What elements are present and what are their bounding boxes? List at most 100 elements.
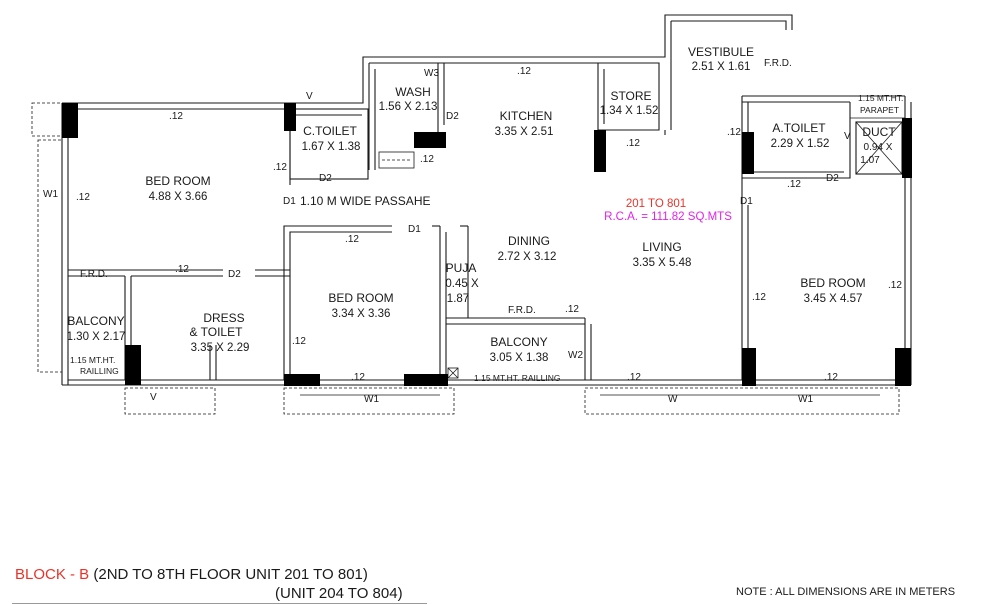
door-label: D2 [228, 269, 241, 280]
window-label: W1 [43, 189, 58, 200]
window-label: W [668, 394, 678, 405]
room-dimension: 1.34 X 1.52 [600, 105, 659, 117]
railling-label: RAILLING [80, 366, 119, 376]
room-name: LIVING [642, 240, 681, 254]
wall-thickness: .12 [517, 66, 531, 77]
dimensions-note: NOTE : ALL DIMENSIONS ARE IN METERS [736, 586, 956, 598]
wall-thickness: .12 [752, 292, 766, 303]
columns [62, 103, 912, 386]
wall-thickness-labels: .12 .12 .12 .12 .12 .12 .12 .12 .12 .12 … [76, 66, 902, 383]
column [895, 348, 911, 386]
room-name: BED ROOM [800, 276, 865, 290]
door-label: D2 [446, 111, 459, 122]
column [414, 132, 446, 148]
room-dimension: 1.56 X 2.13 [379, 101, 438, 113]
frd-label: F.R.D. [80, 269, 108, 280]
ventilator-label: V [844, 131, 851, 142]
room-dimension: 3.45 X 4.57 [804, 293, 863, 305]
room-dimension: 0.94 X [864, 142, 893, 153]
door-label: D2 [826, 173, 839, 184]
door-label: D1 [740, 196, 753, 207]
door-label: D2 [319, 173, 332, 184]
room-dimension: 3.34 X 3.36 [332, 308, 391, 320]
footer-divider [12, 603, 427, 604]
wall-thickness: .12 [727, 127, 741, 138]
window-label: W1 [798, 394, 813, 405]
room-name: BED ROOM [145, 174, 210, 188]
room-dimension: 2.51 X 1.61 [692, 61, 751, 73]
wall-thickness: .12 [627, 372, 641, 383]
footer-unit-range: (UNIT 204 TO 804) [275, 585, 403, 602]
wall-thickness: .12 [76, 192, 90, 203]
door-label: D1 [408, 224, 421, 235]
wall-thickness: .12 [626, 138, 640, 149]
room-dimension: 2.72 X 3.12 [498, 251, 557, 263]
frd-label: F.R.D. [764, 58, 792, 69]
footer-block-title: BLOCK - B (2ND TO 8TH FLOOR UNIT 201 TO … [15, 566, 368, 583]
room-name: BALCONY [490, 335, 547, 349]
room-name: KITCHEN [500, 109, 553, 123]
wall-thickness: .12 [565, 304, 579, 315]
floor-plan: BED ROOM 4.88 X 3.66 C.TOILET 1.67 X 1.3… [31, 14, 912, 415]
window-label: W2 [568, 350, 583, 361]
room-name: & TOILET [190, 325, 244, 339]
room-dimension: 2.29 X 1.52 [771, 138, 830, 150]
passage-label: 1.10 M WIDE PASSAHE [300, 194, 430, 208]
column [742, 132, 754, 174]
window-label: W3 [424, 68, 439, 79]
door-label: D1 [283, 196, 296, 207]
parapet-label: PARAPET [860, 105, 899, 115]
wall-thickness: .12 [420, 154, 434, 165]
wall-thickness: .12 [345, 234, 359, 245]
room-dimension: 3.35 X 5.48 [633, 257, 692, 269]
room-name: WASH [395, 85, 431, 99]
room-dimension: 3.05 X 1.38 [490, 352, 549, 364]
floor-range: (2ND TO 8TH FLOOR UNIT 201 TO 801) [89, 566, 368, 583]
wall-thickness: .12 [888, 280, 902, 291]
room-dimension: 4.88 X 3.66 [149, 191, 208, 203]
room-dimension: 1.07 [860, 155, 880, 166]
unit-range: 201 TO 801 [626, 198, 686, 210]
room-name: DINING [508, 234, 550, 248]
room-labels: BED ROOM 4.88 X 3.66 C.TOILET 1.67 X 1.3… [67, 45, 897, 364]
room-name: DRESS [203, 311, 244, 325]
railling-label: 1.15 MT.HT. RAILLING [474, 373, 560, 383]
block-label: BLOCK - B [15, 566, 90, 583]
room-dimension: 3.35 X 2.29 [191, 342, 250, 354]
column [62, 103, 78, 138]
column [902, 118, 912, 178]
room-name: BALCONY [67, 314, 124, 328]
column [125, 345, 141, 385]
room-name: VESTIBULE [688, 45, 754, 59]
unit-info: 201 TO 801 R.C.A. = 111.82 SQ.MTS [604, 198, 732, 223]
wall-thickness: .12 [292, 336, 306, 347]
room-name: C.TOILET [303, 124, 357, 138]
wall-thickness: .12 [824, 372, 838, 383]
wall-thickness: .12 [273, 162, 287, 173]
room-name: BED ROOM [328, 291, 393, 305]
opening-labels: D1 1.10 M WIDE PASSAHE D2 D2 W3 V D1 D1 … [43, 58, 903, 405]
column [284, 374, 320, 386]
room-dimension: 0.45 X [445, 278, 479, 290]
parapet-label: 1.15 MT.HT. [858, 93, 903, 103]
ventilator-label: V [150, 392, 157, 403]
wall-thickness: .12 [351, 372, 365, 383]
frd-label: F.R.D. [508, 305, 536, 316]
outer-walls [31, 14, 912, 415]
room-name: PUJA [446, 261, 477, 275]
room-dimension: 1.67 X 1.38 [302, 141, 361, 153]
room-name: STORE [610, 89, 651, 103]
wall-thickness: .12 [175, 264, 189, 275]
wall-thickness: .12 [787, 179, 801, 190]
wall-thickness: .12 [169, 111, 183, 122]
room-dimension: 3.35 X 2.51 [495, 126, 554, 138]
column [594, 130, 606, 172]
column [284, 103, 296, 131]
room-dimension: 1.30 X 2.17 [67, 331, 126, 343]
room-dimension: 1.87 [447, 293, 469, 305]
railling-label: 1.15 MT.HT. [70, 355, 115, 365]
ventilator-label: V [306, 91, 313, 102]
column [404, 374, 448, 386]
window-label: W1 [364, 394, 379, 405]
column [742, 348, 756, 386]
